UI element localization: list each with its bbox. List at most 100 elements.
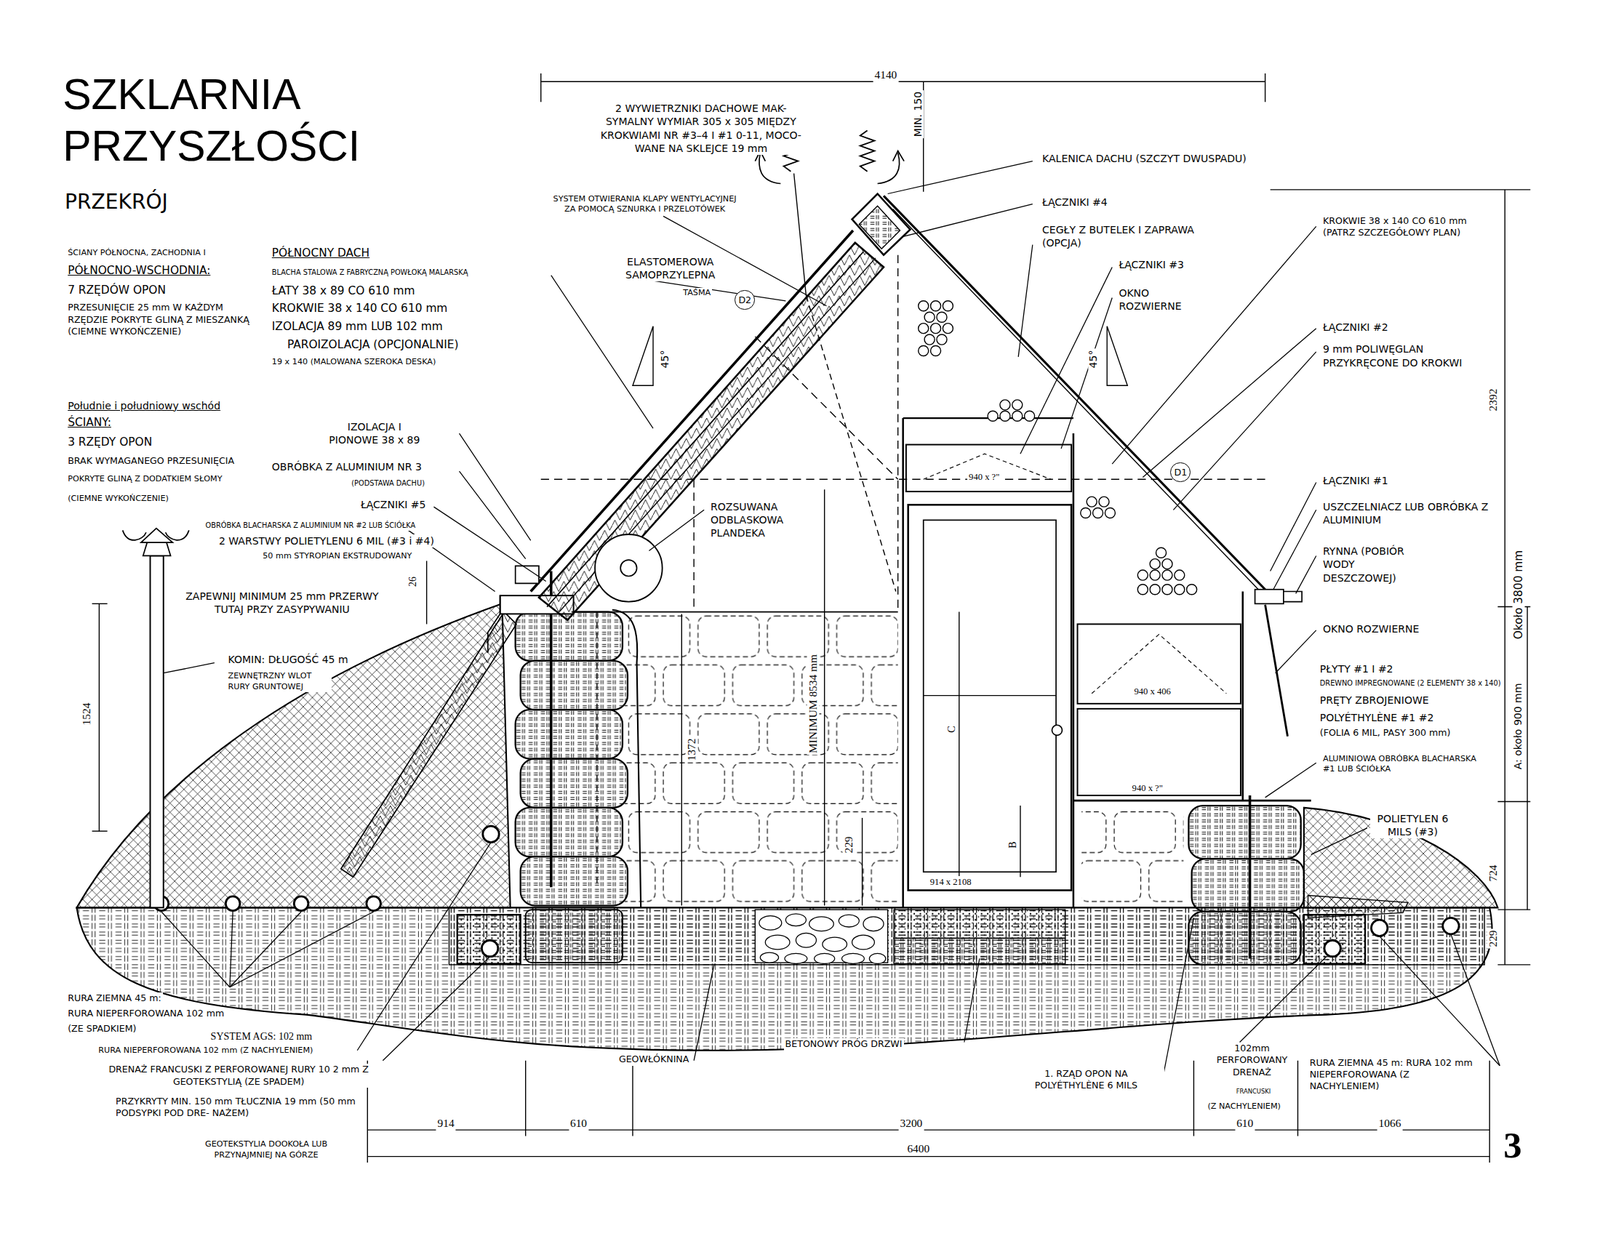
dimension-label: 6400 xyxy=(905,1141,931,1157)
dimension-label: 914 xyxy=(436,1116,456,1131)
annotation-label: IZOLACJA I PIONOWE 38 x 89 xyxy=(324,420,424,447)
annotation-label: 3 RZĘDY OPON xyxy=(66,434,154,450)
annotation-label: KOMIN: DŁUGOŚĆ 45 m xyxy=(226,653,350,667)
annotation-label: PÓŁNOCNO-WSCHODNIA: xyxy=(66,263,212,278)
dimension-label: 1372 xyxy=(685,737,699,763)
annotation-label: 2 WARSTWY POLIETYLENU 6 MIL (#3 i #4) xyxy=(217,534,436,548)
annotation-label: ELASTOMEROWA SAMOPRZYLEPNA xyxy=(610,255,731,282)
annotation-label: ZAPEWNIJ MINIMUM 25 mm PRZERWY TUTAJ PRZ… xyxy=(184,589,382,616)
annotation-label: DRENAŻ FRANCUSKI Z PERFOROWANEJ RURY 10 … xyxy=(101,1064,376,1088)
annotation-label: GEOWŁÓKNINA xyxy=(617,1053,691,1066)
annotation-label: ALUMINIOWA OBRÓBKA BLACHARSKA #1 LUB ŚCI… xyxy=(1321,754,1488,776)
annotation-label: BETONOWY PRÓG DRZWI xyxy=(784,1038,904,1051)
annotation-label: (FOLIA 6 MIL, PASY 300 mm) xyxy=(1318,727,1453,739)
annotation-label: RURA NIEPERFOROWANA 102 mm (Z NACHYLENIE… xyxy=(96,1045,315,1057)
annotation-label: RURA ZIEMNA 45 m: RURA 102 mm NIEPERFORO… xyxy=(1308,1057,1480,1094)
annotation-label: SYSTEM OTWIERANIA KLAPY WENTYLACYJNEJ ZA… xyxy=(549,194,742,216)
annotation-label: POKRYTE GLINĄ Z DODATKIEM SŁOMY xyxy=(66,474,224,486)
annotation-label: PRZEKRÓJ xyxy=(63,189,170,216)
annotation-label: USZCZELNIACZ LUB OBRÓBKA Z ALUMINIUM xyxy=(1321,500,1494,527)
annotation-label: 45° xyxy=(1088,348,1099,370)
annotation-label: PAROIZOLACJA (OPCJONALNIE) xyxy=(285,337,461,352)
callout-number: D2 xyxy=(738,294,752,306)
dimension-label: 2392 xyxy=(1486,387,1499,414)
annotation-label: BRAK WYMAGANEGO PRZESUNIĘCIA xyxy=(66,455,236,467)
annotation-label: ŁĄCZNIKI #2 xyxy=(1321,320,1390,334)
annotation-label: OKNO ROZWIERNE xyxy=(1321,622,1421,636)
annotation-label: 7 RZĘDÓW OPON xyxy=(66,282,168,298)
annotation-label: KALENICA DACHU (SZCZYT DWUSPADU) xyxy=(1040,152,1248,166)
annotation-label: CEGŁY Z BUTELEK I ZAPRAWA (OPCJA) xyxy=(1040,223,1208,250)
dimension-label: 4140 xyxy=(873,67,899,83)
annotation-label: ŁĄCZNIKI #1 xyxy=(1321,474,1390,488)
annotation-label: ŁATY 38 x 89 CO 610 mm xyxy=(270,283,417,299)
dimension-label: SYSTEM AGS: 102 mm xyxy=(209,1030,315,1044)
annotation-label: MIN. 150 xyxy=(912,90,924,139)
dimension-label: 940 x ?" xyxy=(1130,782,1165,795)
dimension-label: B xyxy=(1007,840,1019,850)
annotation-label: IZOLACJA 89 mm LUB 102 mm xyxy=(270,319,445,334)
dimension-label: 3200 xyxy=(898,1116,925,1131)
annotation-label: Około 3800 mm xyxy=(1512,549,1525,642)
annotation-label: 9 mm POLIWĘGLAN PRZYKRĘCONE DO KROKWI xyxy=(1321,342,1488,369)
annotation-label: ŚCIANY PÓŁNOCNA, ZACHODNIA I xyxy=(66,248,208,259)
annotation-label: 19 x 140 (MALOWANA SZEROKA DESKA) xyxy=(270,357,438,368)
annotation-label: A: około 900 mm xyxy=(1512,682,1524,772)
annotation-label: PRZESUNIĘCIE 25 mm W KAŻDYM RZĘDZIE POKR… xyxy=(66,301,259,338)
dimension-label: 610 xyxy=(1234,1116,1255,1131)
dimension-label: 724 xyxy=(1486,863,1499,883)
dimension-label: 3 xyxy=(1501,1122,1523,1171)
dimension-label: C xyxy=(946,725,958,735)
annotation-label: 45° xyxy=(659,348,671,370)
annotation-label: ŚCIANY: xyxy=(66,415,113,430)
dimension-label: 1066 xyxy=(1377,1116,1403,1131)
annotation-label: (ZE SPADKIEM) xyxy=(66,1023,138,1035)
annotation-label: ŁĄCZNIKI #5 xyxy=(359,498,428,512)
dimension-label: 229 xyxy=(1486,928,1499,949)
dimension-label: 940 x 406 xyxy=(1132,685,1172,698)
annotation-label: KROKWIE 38 x 140 CO 610 mm (PATRZ SZCZEG… xyxy=(1321,215,1504,240)
callout-circle: D2 xyxy=(734,290,755,311)
annotation-label: KROKWIE 38 x 140 CO 610 mm xyxy=(270,301,450,316)
annotation-label: 50 mm STYROPIAN EKSTRUDOWANY xyxy=(261,551,414,563)
annotation-label: DREWNO IMPREGNOWANE (2 ELEMENTY 38 x 140… xyxy=(1318,679,1503,689)
dimension-label: MINIMUM 8534 mm xyxy=(807,653,820,755)
annotation-label: RYNNA (POBIÓR WODY DESZCZOWEJ) xyxy=(1321,544,1427,585)
callout-circle: D1 xyxy=(1170,462,1191,483)
dimension-label: 229 xyxy=(842,834,856,855)
annotation-label: TAŚMA xyxy=(681,288,712,299)
annotation-label: (PODSTAWA DACHU) xyxy=(349,479,427,489)
annotation-label: ZEWNĘTRZNY WLOT RURY GRUNTOWEJ xyxy=(226,671,332,693)
callout-number: D1 xyxy=(1173,466,1187,478)
annotation-label: OKNO ROZWIERNE xyxy=(1117,286,1202,313)
page-title: SZKLARNIA PRZYSZŁOŚCI xyxy=(61,69,401,172)
annotation-label: PÓŁNOCNY DACH xyxy=(270,245,371,261)
annotation-label: PRZYKRYTY MIN. 150 mm TŁUCZNIA 19 mm (50… xyxy=(114,1096,363,1120)
annotation-label: GEOTEKSTYLIA DOOKOŁA LUB PRZYNAJMNIEJ NA… xyxy=(175,1139,358,1161)
annotation-label: 2 WYWIETRZNIKI DACHOWE MAK- SYMALNY WYMI… xyxy=(589,101,813,155)
dimension-label: 940 x ?" xyxy=(967,471,1001,483)
annotation-label: OBRÓBKA BLACHARSKA Z ALUMINIUM NR #2 LUB… xyxy=(204,521,418,531)
annotation-label: Południe i południowy wschód xyxy=(66,399,222,413)
annotation-label: 1. RZĄD OPON NA POLYÉTHYLÈNE 6 MILS xyxy=(1008,1068,1165,1093)
annotation-label: OBRÓBKA Z ALUMINIUM NR 3 xyxy=(270,460,424,474)
dimension-label: 914 x 2108 xyxy=(928,876,974,888)
dimension-label: 1524 xyxy=(80,701,94,728)
annotation-label: FRANCUSKI xyxy=(1234,1088,1273,1096)
annotation-label: (Z NACHYLENIEM) xyxy=(1205,1101,1283,1113)
annotation-label: RURA ZIEMNA 45 m: xyxy=(66,992,163,1005)
annotation-label: RURA NIEPERFOROWANA 102 mm xyxy=(66,1008,226,1020)
annotation-label: PRĘTY ZBROJENIOWE xyxy=(1318,693,1431,707)
annotation-label: ROZSUWANA ODBLASKOWA PLANDEKA xyxy=(709,500,794,541)
dimension-label: 26 xyxy=(407,575,419,589)
annotation-label: PŁYTY #1 I #2 xyxy=(1318,662,1395,676)
annotation-label: POLIETYLEN 6 MILS (#3) xyxy=(1370,812,1455,839)
annotation-label: (CIEMNE WYKOŃCZENIE) xyxy=(66,493,171,505)
annotation-label: BLACHA STALOWA Z FABRYCZNĄ POWŁOKĄ MALAR… xyxy=(270,268,470,278)
annotation-label: POLYÉTHYLÈNE #1 #2 xyxy=(1318,711,1436,725)
annotation-label: ŁĄCZNIKI #4 xyxy=(1040,195,1110,209)
annotation-label: ŁĄCZNIKI #3 xyxy=(1117,258,1186,272)
annotation-label: 102mm PERFOROWANY DRENAŻ xyxy=(1207,1042,1297,1079)
dimension-label: 610 xyxy=(568,1116,589,1131)
